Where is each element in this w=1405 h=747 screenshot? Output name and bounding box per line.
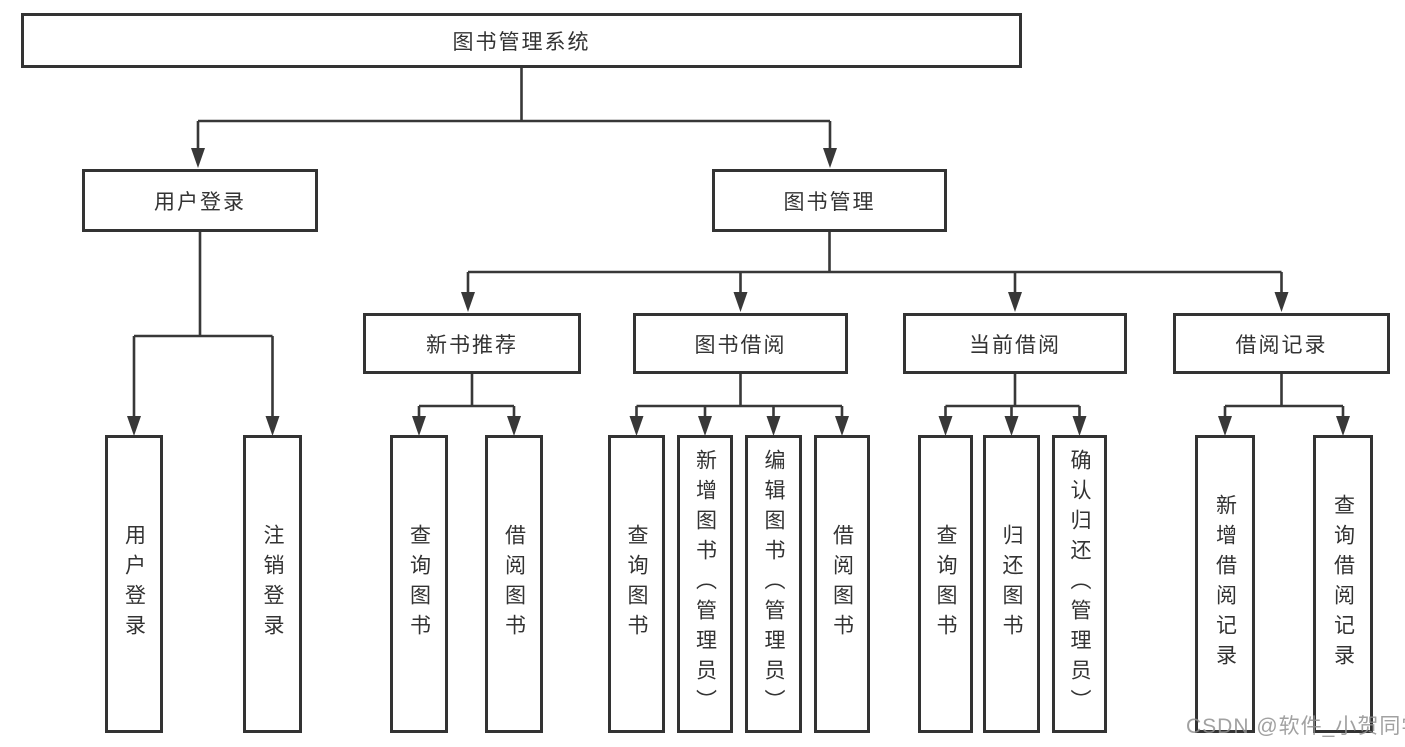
node-book-borrow-label: 图书借阅 [694,333,787,357]
node-new-book-recommend-label: 新书推荐 [426,333,518,357]
node-new-book-recommend: 新书推荐 [363,313,581,374]
leaf-add-book-admin-label: 新增图书（管理员） [693,449,717,719]
leaf-user-login-label: 用户登录 [122,524,146,644]
leaf-query-borrow-record-label: 查询借阅记录 [1331,494,1355,674]
node-current-borrow-label: 当前借阅 [969,333,1061,357]
leaf-confirm-return-admin-label: 确认归还（管理员） [1068,449,1091,719]
leaf-borrow-book: 借阅图书 [814,435,870,733]
leaf-borrow-book-newbook: 借阅图书 [485,435,543,733]
leaf-add-borrow-record: 新增借阅记录 [1195,435,1255,733]
node-book-borrow: 图书借阅 [633,313,848,374]
leaf-query-book-current-label: 查询图书 [934,524,957,644]
node-root-label: 图书管理系统 [452,30,591,54]
node-user-login-label: 用户登录 [154,190,246,214]
leaf-logout-label: 注销登录 [261,524,284,644]
node-book-management: 图书管理 [712,169,947,232]
node-current-borrow: 当前借阅 [903,313,1127,374]
node-user-login: 用户登录 [82,169,318,232]
leaf-query-borrow-record: 查询借阅记录 [1313,435,1373,733]
leaf-query-book-borrow: 查询图书 [608,435,665,733]
leaf-query-book-newbook-label: 查询图书 [407,524,431,644]
leaf-query-book-newbook: 查询图书 [390,435,448,733]
leaf-edit-book-admin: 编辑图书（管理员） [745,435,802,733]
csdn-watermark: CSDN @软件_小贺同学 [1186,715,1405,738]
arrowheads [127,148,1350,436]
leaf-logout: 注销登录 [243,435,302,733]
leaf-add-book-admin: 新增图书（管理员） [677,435,733,733]
node-borrow-record-label: 借阅记录 [1235,333,1328,357]
leaf-borrow-book-label: 借阅图书 [830,524,854,644]
leaf-confirm-return-admin: 确认归还（管理员） [1052,435,1107,733]
leaf-query-book-borrow-label: 查询图书 [625,524,648,644]
leaf-query-book-current: 查询图书 [918,435,973,733]
node-borrow-record: 借阅记录 [1173,313,1390,374]
leaf-add-borrow-record-label: 新增借阅记录 [1213,494,1237,674]
leaf-return-book: 归还图书 [983,435,1040,733]
leaf-borrow-book-newbook-label: 借阅图书 [502,524,526,644]
leaf-return-book-label: 归还图书 [1000,524,1023,644]
leaf-user-login: 用户登录 [105,435,163,733]
node-root-system: 图书管理系统 [21,13,1022,68]
leaf-edit-book-admin-label: 编辑图书（管理员） [762,449,785,719]
node-book-management-label: 图书管理 [783,190,876,214]
